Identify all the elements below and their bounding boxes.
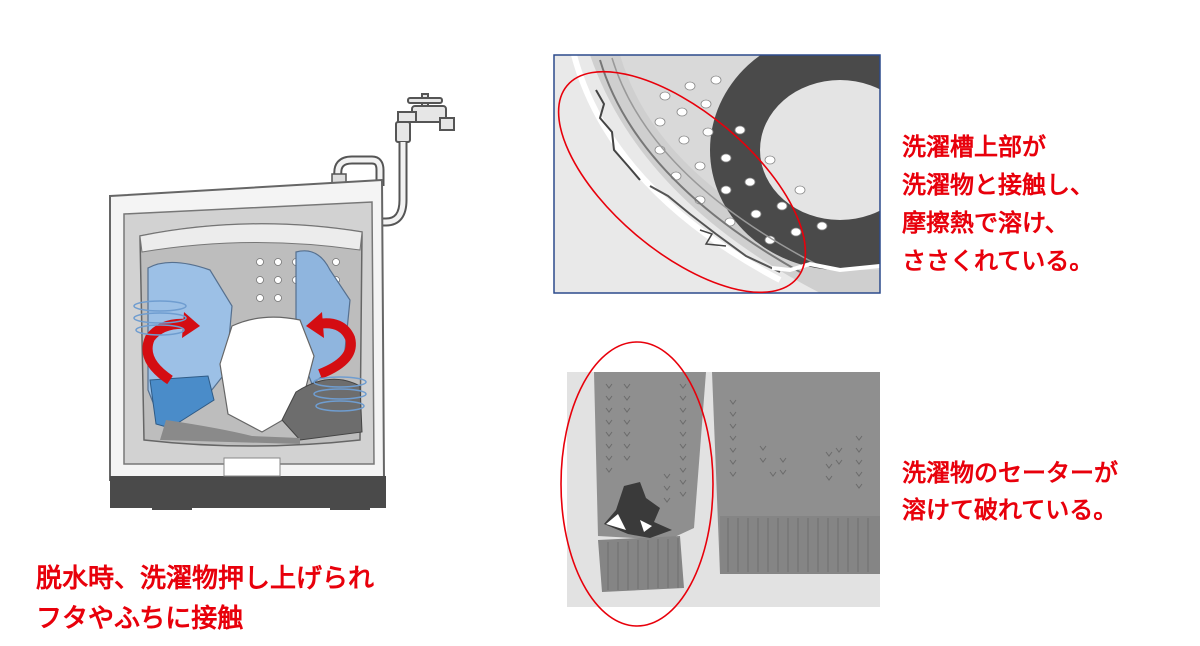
caption-sweater-line-2: 溶けて破れている。 [902,492,1118,529]
caption-tub-line-4: ささくれている。 [902,242,1094,280]
caption-tub-line-3: 摩擦熱で溶け、 [902,204,1094,242]
caption-sweater: 洗濯物のセーターが 溶けて破れている。 [902,455,1118,529]
caption-tub-line-1: 洗濯槽上部が [902,128,1094,166]
caption-tub: 洗濯槽上部が 洗濯物と接触し、 摩擦熱で溶け、 ささくれている。 [902,128,1094,280]
caption-washer-line-1: 脱水時、洗濯物押し上げられ [36,559,374,599]
caption-tub-line-2: 洗濯物と接触し、 [902,166,1094,204]
caption-washer: 脱水時、洗濯物押し上げられ フタやふちに接触 [36,559,374,639]
caption-washer-line-2: フタやふちに接触 [36,599,374,639]
caption-sweater-line-1: 洗濯物のセーターが [902,455,1118,492]
